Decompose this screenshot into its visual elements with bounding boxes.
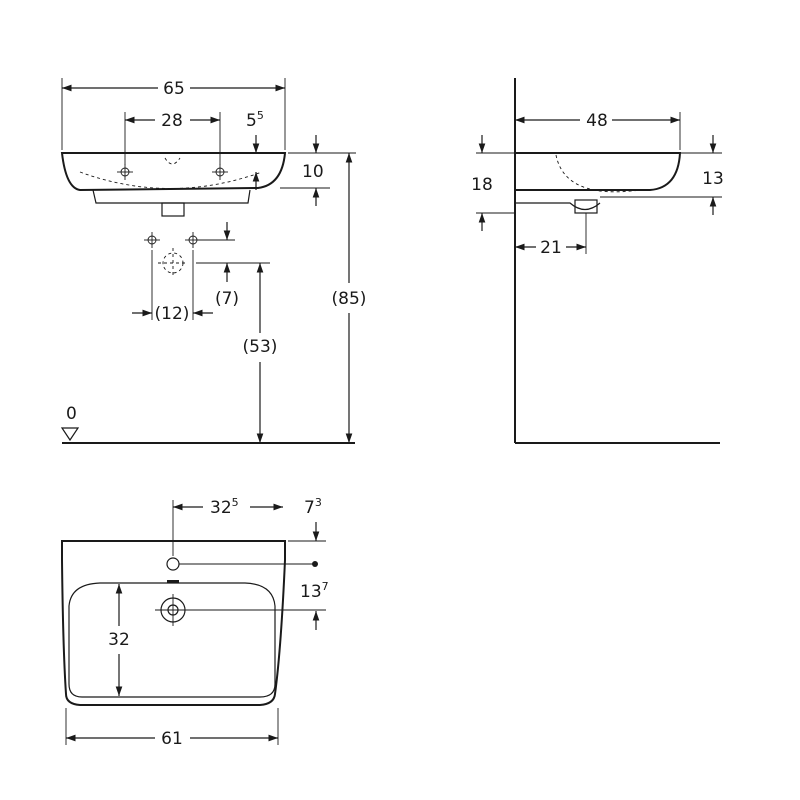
- dim-total-height-85: (85): [332, 289, 367, 309]
- dim-bowl-width-61: 61: [161, 729, 183, 749]
- floor-level-0: 0: [66, 404, 77, 424]
- dim-wall-to-outlet-21: 21: [540, 238, 562, 258]
- dim-tap-offset-5-5: 55: [246, 109, 264, 131]
- dim-rim-height-10: 10: [302, 162, 324, 182]
- dim-supply-spacing-12: (12): [155, 304, 190, 324]
- front-tap-hole-left: [117, 164, 133, 180]
- front-drain-stub: [161, 202, 185, 217]
- supply-fitting-left: [144, 232, 160, 248]
- side-view: 48 18 13 21: [471, 78, 724, 444]
- tap-hole-reference-dot: [312, 561, 318, 567]
- side-basin-outline: [515, 152, 682, 191]
- dim-bowl-depth-32: 32: [108, 630, 130, 650]
- dim-drain-offset-7: (7): [215, 289, 239, 309]
- top-view: 325 73 137 32 61: [61, 496, 329, 749]
- drain-icon: [155, 594, 191, 626]
- dim-drain-height-53: (53): [243, 337, 278, 357]
- dim-tap-spacing-28: 28: [161, 111, 183, 131]
- dim-width-65: 65: [163, 79, 185, 99]
- dim-rim-to-outlet-13: 13: [702, 169, 724, 189]
- side-basin-underside: [515, 202, 601, 211]
- side-drain-stub: [574, 199, 598, 214]
- front-bowl-contour: [79, 171, 263, 189]
- dim-bowl-height-18: 18: [471, 175, 493, 195]
- dim-drain-from-tap-13-7: 137: [300, 580, 329, 602]
- dim-tap-setback-7-3: 73: [304, 496, 322, 518]
- tap-hole-icon: [166, 557, 180, 571]
- dim-depth-48: 48: [586, 111, 608, 131]
- front-view: 65 28 55 10 (85): [60, 78, 367, 444]
- floor-level-marker: [60, 427, 80, 442]
- drain-connection: [158, 248, 188, 278]
- dim-tap-from-wall-32-5: 325: [210, 496, 239, 518]
- overflow-slot: [167, 580, 179, 583]
- front-overflow-mark: [164, 157, 181, 165]
- front-tap-hole-right: [212, 164, 228, 180]
- side-bowl-contour: [555, 154, 641, 193]
- top-bowl-outline: [68, 582, 276, 698]
- top-basin-outline: [61, 540, 286, 706]
- front-basin-outline: [60, 152, 287, 192]
- front-basin-underside: [92, 189, 251, 204]
